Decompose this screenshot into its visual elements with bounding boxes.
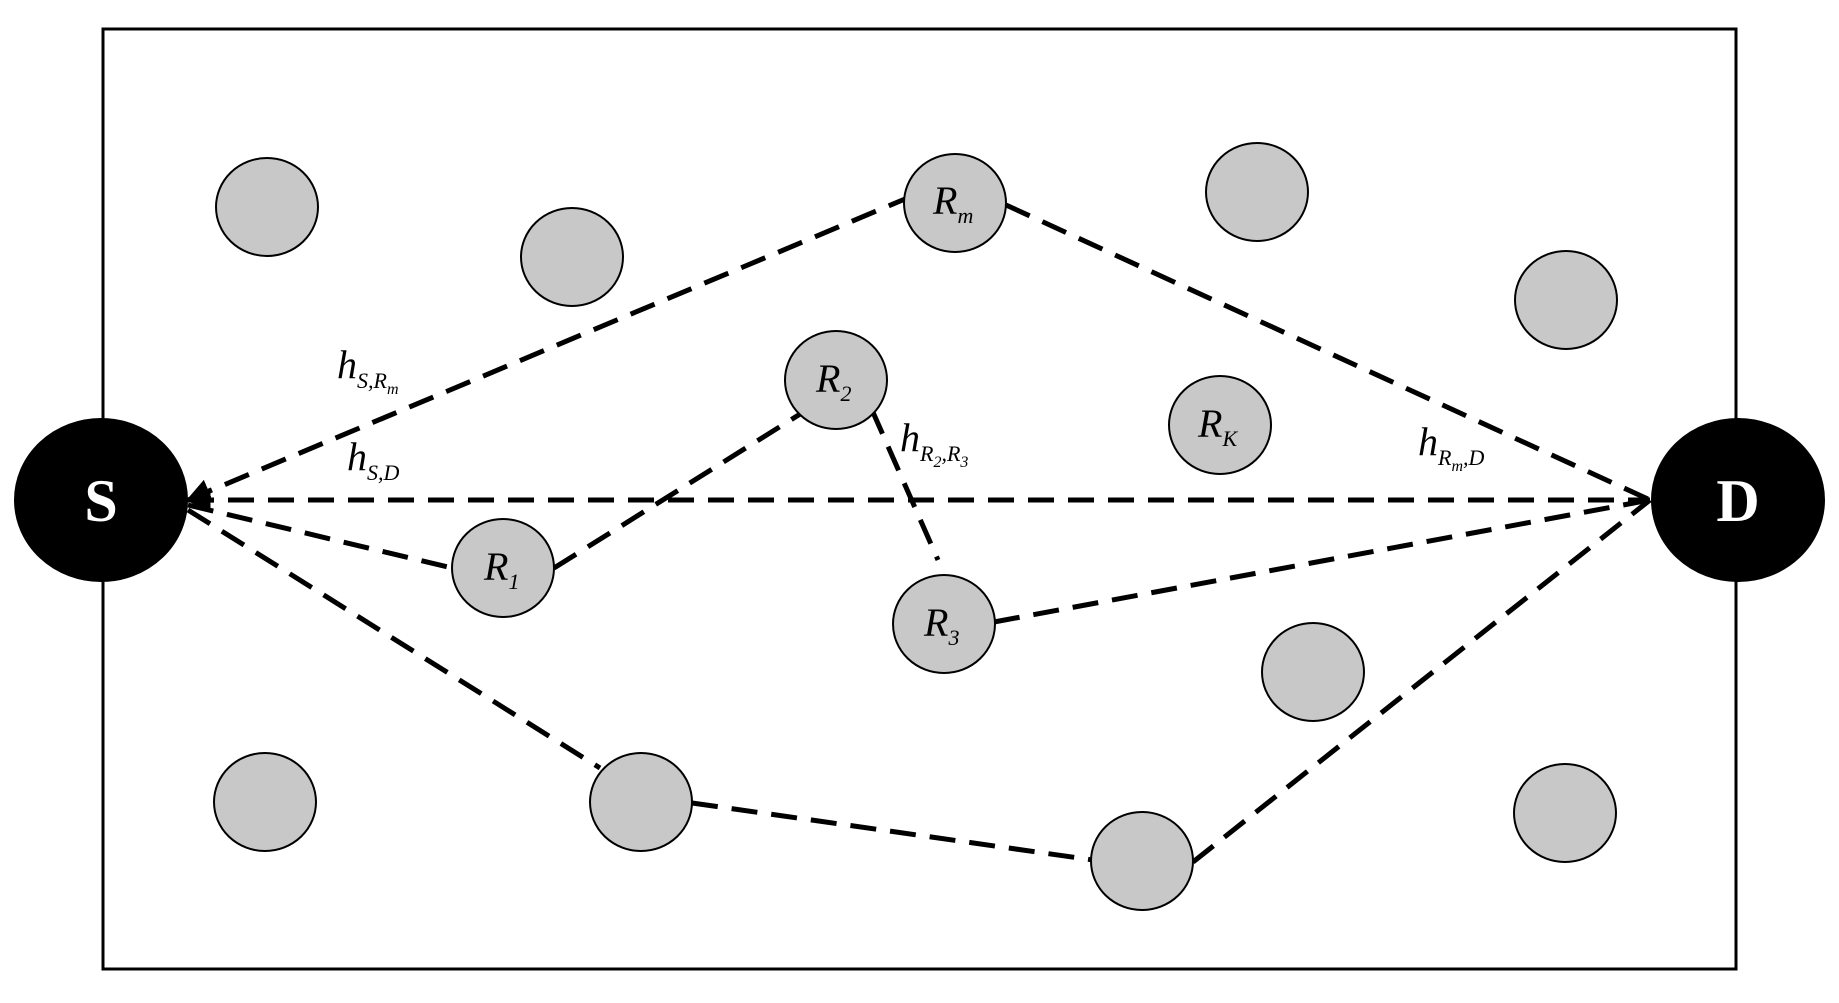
- link-r2-r3: [869, 408, 941, 562]
- relay-r1-label: R1: [483, 544, 519, 594]
- link-bottom-b-d: [1191, 498, 1652, 864]
- source-node: S: [14, 418, 188, 582]
- route-relay-node: [589, 752, 693, 852]
- destination-node-label: D: [1716, 468, 1759, 534]
- idle-relay-node: [215, 157, 319, 257]
- relay-r3-node: [892, 574, 996, 674]
- links: [185, 196, 1652, 864]
- relay-rk-label: RK: [1197, 401, 1238, 451]
- relay-rm-label: Rm: [932, 178, 973, 228]
- relay-r2-node: [784, 330, 888, 430]
- link-r3-d: [993, 497, 1651, 625]
- channel-label-h-s-rm: hS,Rm: [337, 342, 399, 398]
- route-relay-node: [1090, 811, 1194, 911]
- relay-r1-node: [451, 518, 555, 618]
- channel-label-h-rm-d: hRm,D: [1418, 419, 1485, 475]
- idle-relay-node: [213, 752, 317, 852]
- destination-node: D: [1651, 418, 1825, 582]
- channel-label-h-s-d: hS,D: [347, 434, 400, 485]
- destination-node-circle: [1651, 418, 1825, 582]
- idle-relays: [213, 142, 1618, 911]
- source-node-circle: [14, 418, 188, 582]
- channel-label-h-r2-r3: hR2,R3: [900, 415, 968, 471]
- idle-relay-node: [1513, 763, 1617, 863]
- link-r1-r2: [552, 408, 807, 571]
- relay-rm: Rm: [903, 153, 1007, 253]
- link-s-bottom-a: [186, 507, 602, 771]
- link-s-r1: [187, 502, 453, 571]
- relay-r3: R3: [892, 574, 996, 674]
- relay-rk: RK: [1168, 375, 1272, 475]
- relay-r1: R1: [451, 518, 555, 618]
- relay-r2: R2: [784, 330, 888, 430]
- link-s-rm: [185, 196, 906, 503]
- source-node-label: S: [84, 468, 117, 534]
- idle-relay-node: [1205, 142, 1309, 242]
- link-bottom-a-b: [691, 800, 1094, 863]
- idle-relay-node: [1261, 622, 1365, 722]
- relay-rm-node: [903, 153, 1007, 253]
- relay-r3-label: R3: [923, 600, 959, 650]
- relay-r2-label: R2: [815, 356, 851, 406]
- idle-relay-node: [1514, 250, 1618, 350]
- link-rm-d: [1004, 202, 1652, 503]
- relay-rk-node: [1168, 375, 1272, 475]
- idle-relay-node: [520, 207, 624, 307]
